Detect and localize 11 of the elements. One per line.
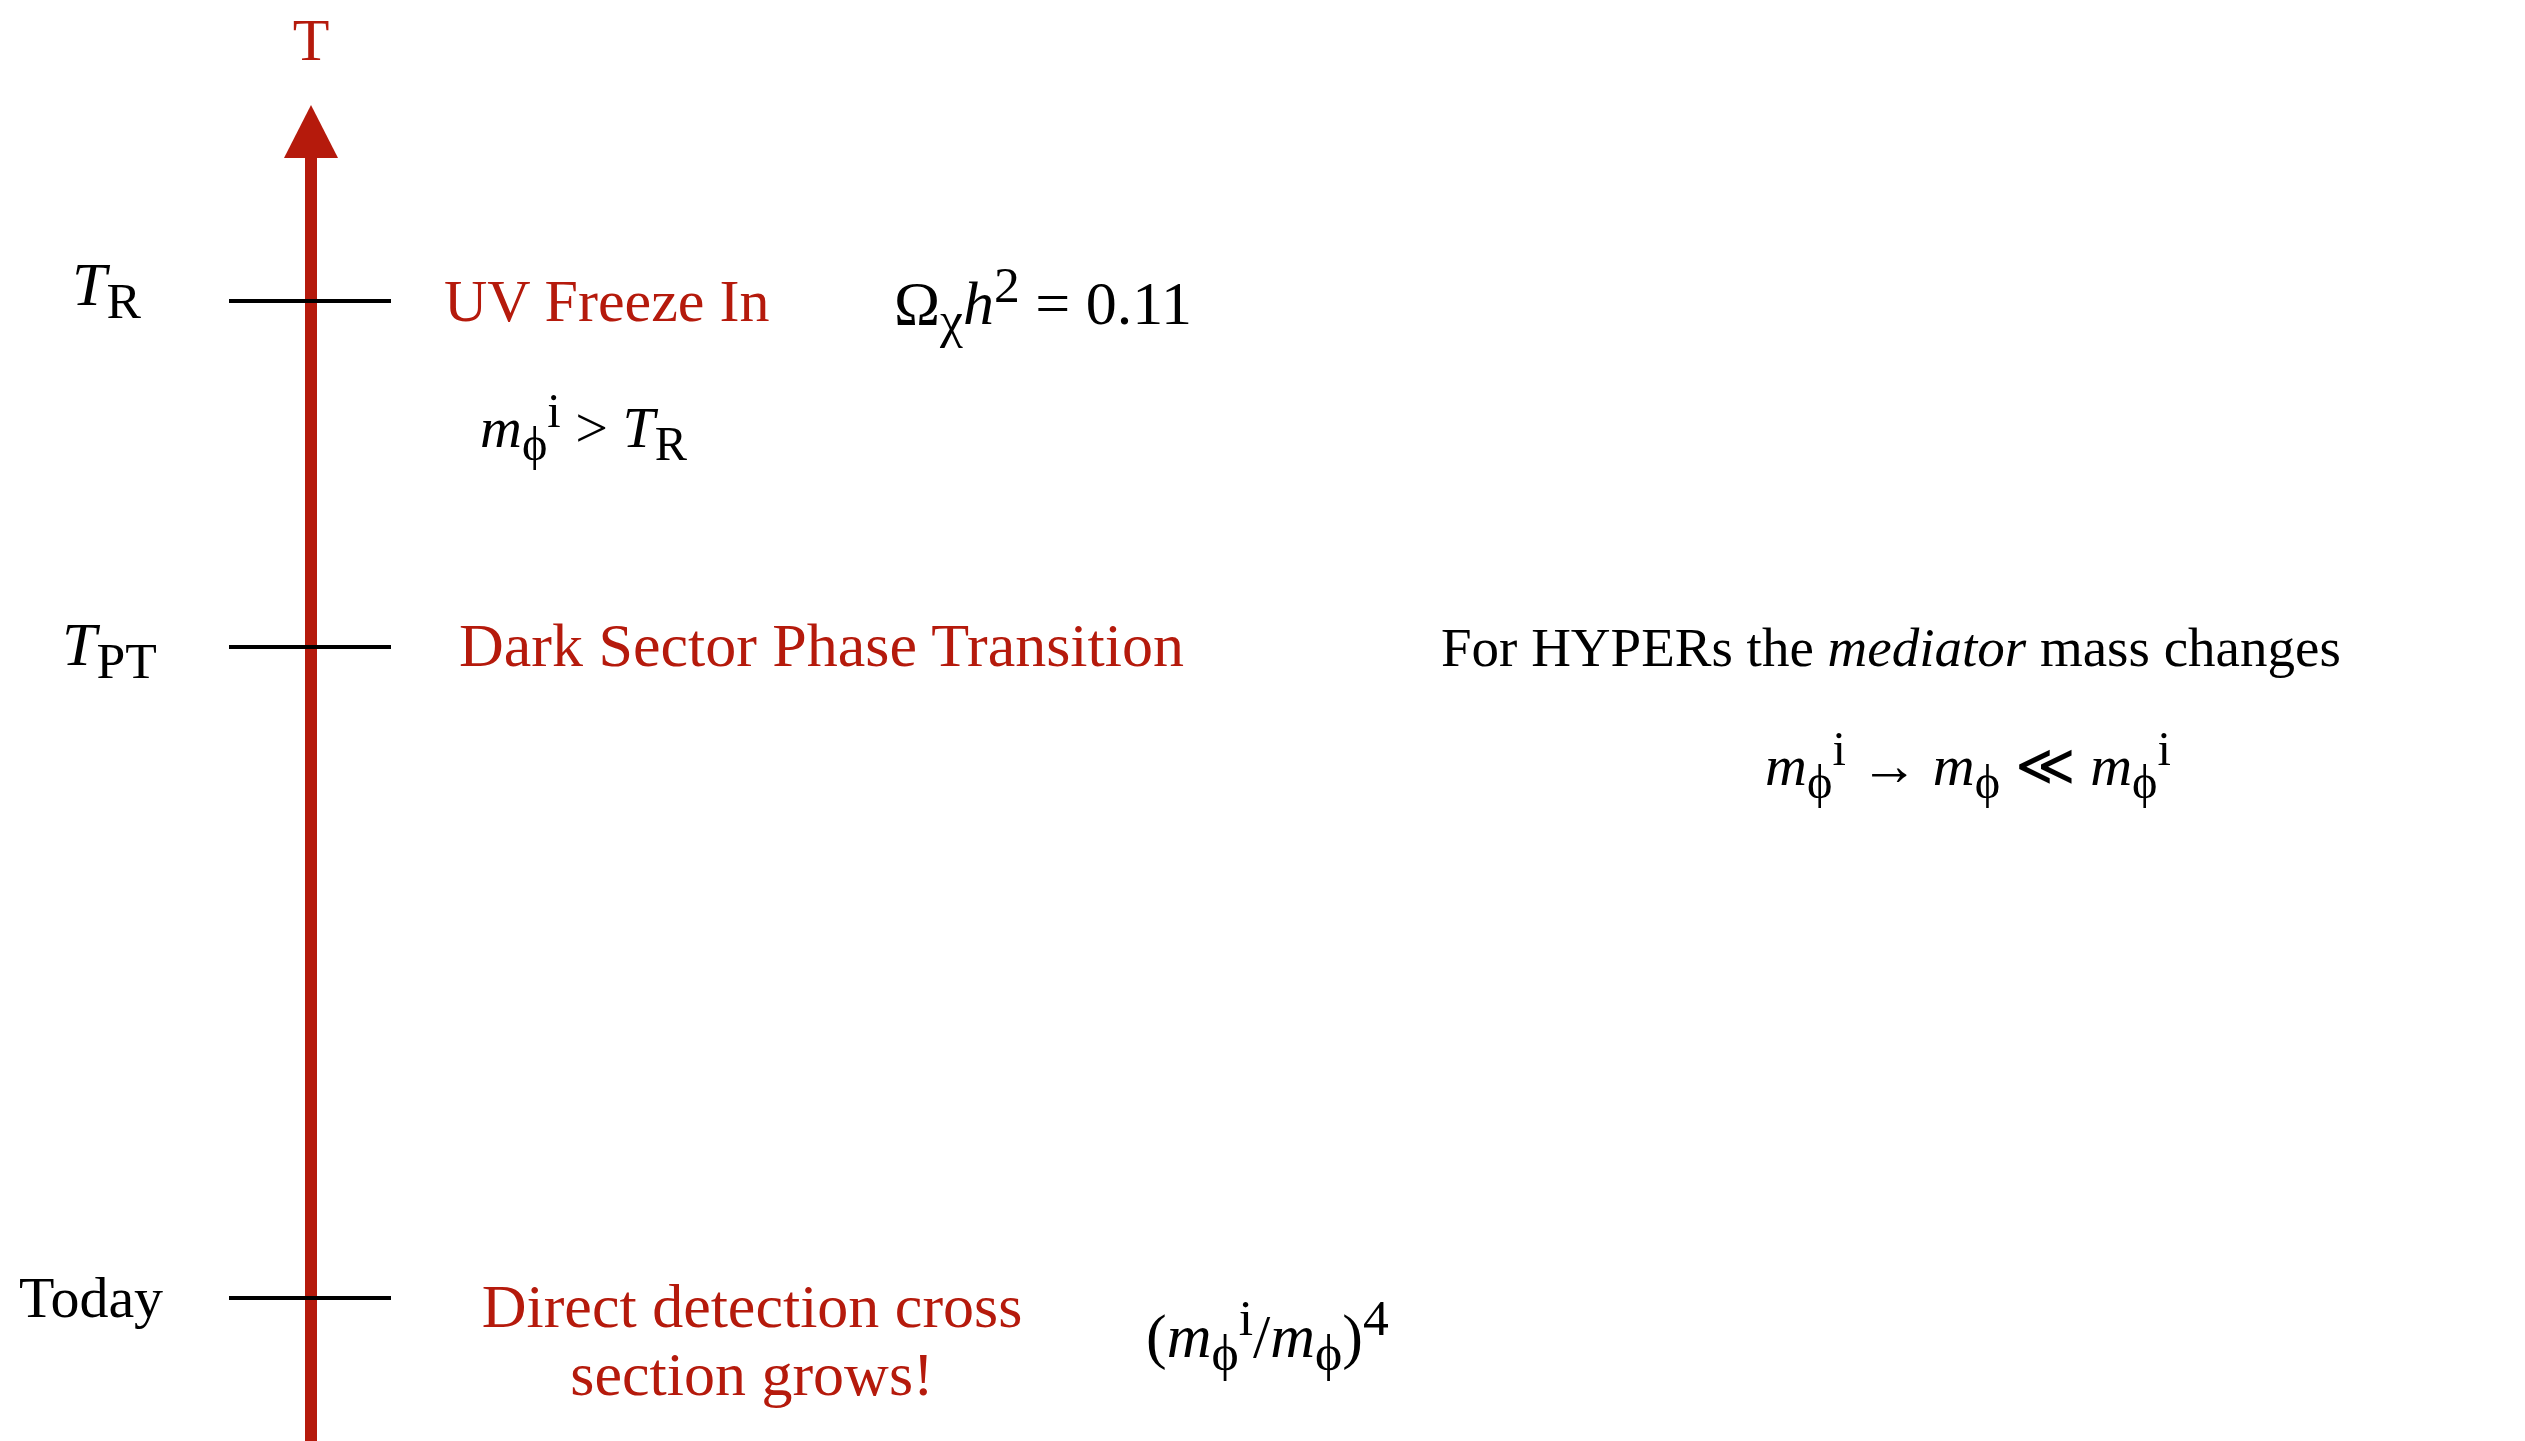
axis-label: T (292, 7, 330, 73)
temperature-label: T$_{PT}$ (62, 609, 157, 691)
time-label: Today (19, 1266, 164, 1330)
epoch-label: Direct detection cross section grows! (480, 1271, 1024, 1409)
epoch-label: UV Freeze In (444, 268, 770, 334)
equation: m$_{ϕ}$$^{i}$ > T$_{R}$ (480, 383, 687, 471)
equation: (m$_{ϕ}$$^{i}$/m$_{ϕ}$)$^{4}$ (1146, 1290, 1389, 1382)
equation: Ω$_{χ}$h$^{2}$ = 0.11 (894, 257, 1192, 349)
epoch-label: Dark Sector Phase Transition (459, 610, 1185, 680)
temperature-label: T$_{R}$ (72, 249, 141, 331)
note-text: For HYPERs the mediator mass changes (1441, 617, 2341, 679)
